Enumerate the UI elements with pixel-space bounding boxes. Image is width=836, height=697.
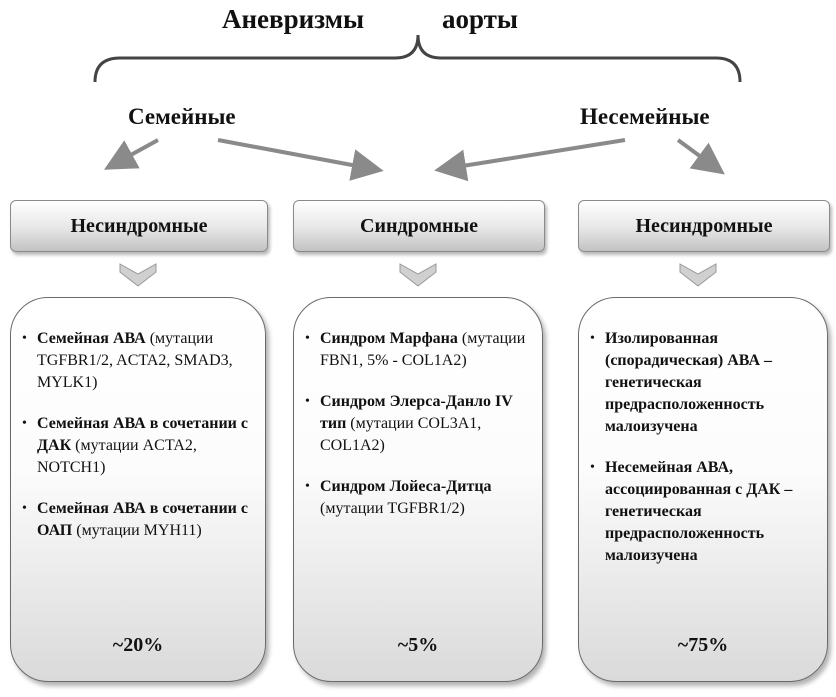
header-nonsyndromic-familial: Несиндромные [10,200,268,252]
list-item: •Несемейная АВА, ассоциированная с ДАК –… [590,459,793,564]
bullet-icon: • [305,479,310,494]
column-box-nonsyndromic-nonfamilial: •Изолированная (спорадическая) АВА – ген… [578,297,828,682]
list-item: •Изолированная (спорадическая) АВА – ген… [590,330,773,435]
arrow-nonfamilial-to-nonsyndromic [676,138,725,175]
header-syndromic: Синдромные [293,200,545,252]
column-box-syndromic: •Синдром Марфана (мутации FBN1, 5% - COL… [293,297,543,682]
list-item: •Семейная АВА в сочетании с ДАК (мутации… [22,415,248,476]
chevron-down-icon [399,263,437,287]
arrow-nonfamilial-to-syndromic [434,138,626,182]
bullet-icon: • [22,416,27,431]
diagram-title-part2: аорты [442,4,519,34]
bullet-icon: • [590,331,595,346]
list-item: •Семейная АВА (мутации TGFBR1/2, ACTA2, … [22,330,233,391]
list-item: •Синдром Элерса-Данло IV тип (мутации CO… [305,393,513,454]
percent-label: ~20% [112,634,164,656]
bullet-icon: • [22,501,27,516]
bullet-icon: • [305,331,310,346]
list-item: •Семейная АВА в сочетании с ОАП (мутации… [22,500,248,539]
list-item: •Синдром Лойеса-Дитца (мутации TGFBR1/2) [305,478,492,517]
header-nonsyndromic-nonfamilial: Несиндромные [578,200,830,252]
column-box-nonsyndromic-familial: •Семейная АВА (мутации TGFBR1/2, ACTA2, … [10,297,266,682]
chevron-down-icon [119,263,157,287]
bullet-icon: • [22,331,27,346]
percent-label: ~75% [677,634,729,656]
arrow-familial-to-syndromic [217,138,384,181]
diagram-title-part1: Аневризмы [222,4,365,34]
title-bracket [93,34,742,83]
bullet-icon: • [590,460,595,475]
list-item: •Синдром Марфана (мутации FBN1, 5% - COL… [305,330,526,369]
percent-label: ~5% [397,634,439,656]
category-familial: Семейные [128,104,236,129]
bullet-icon: • [305,394,310,409]
chevron-down-icon [679,263,717,287]
arrow-familial-to-nonsyndromic [103,138,159,170]
category-nonfamilial: Несемейные [580,104,710,129]
